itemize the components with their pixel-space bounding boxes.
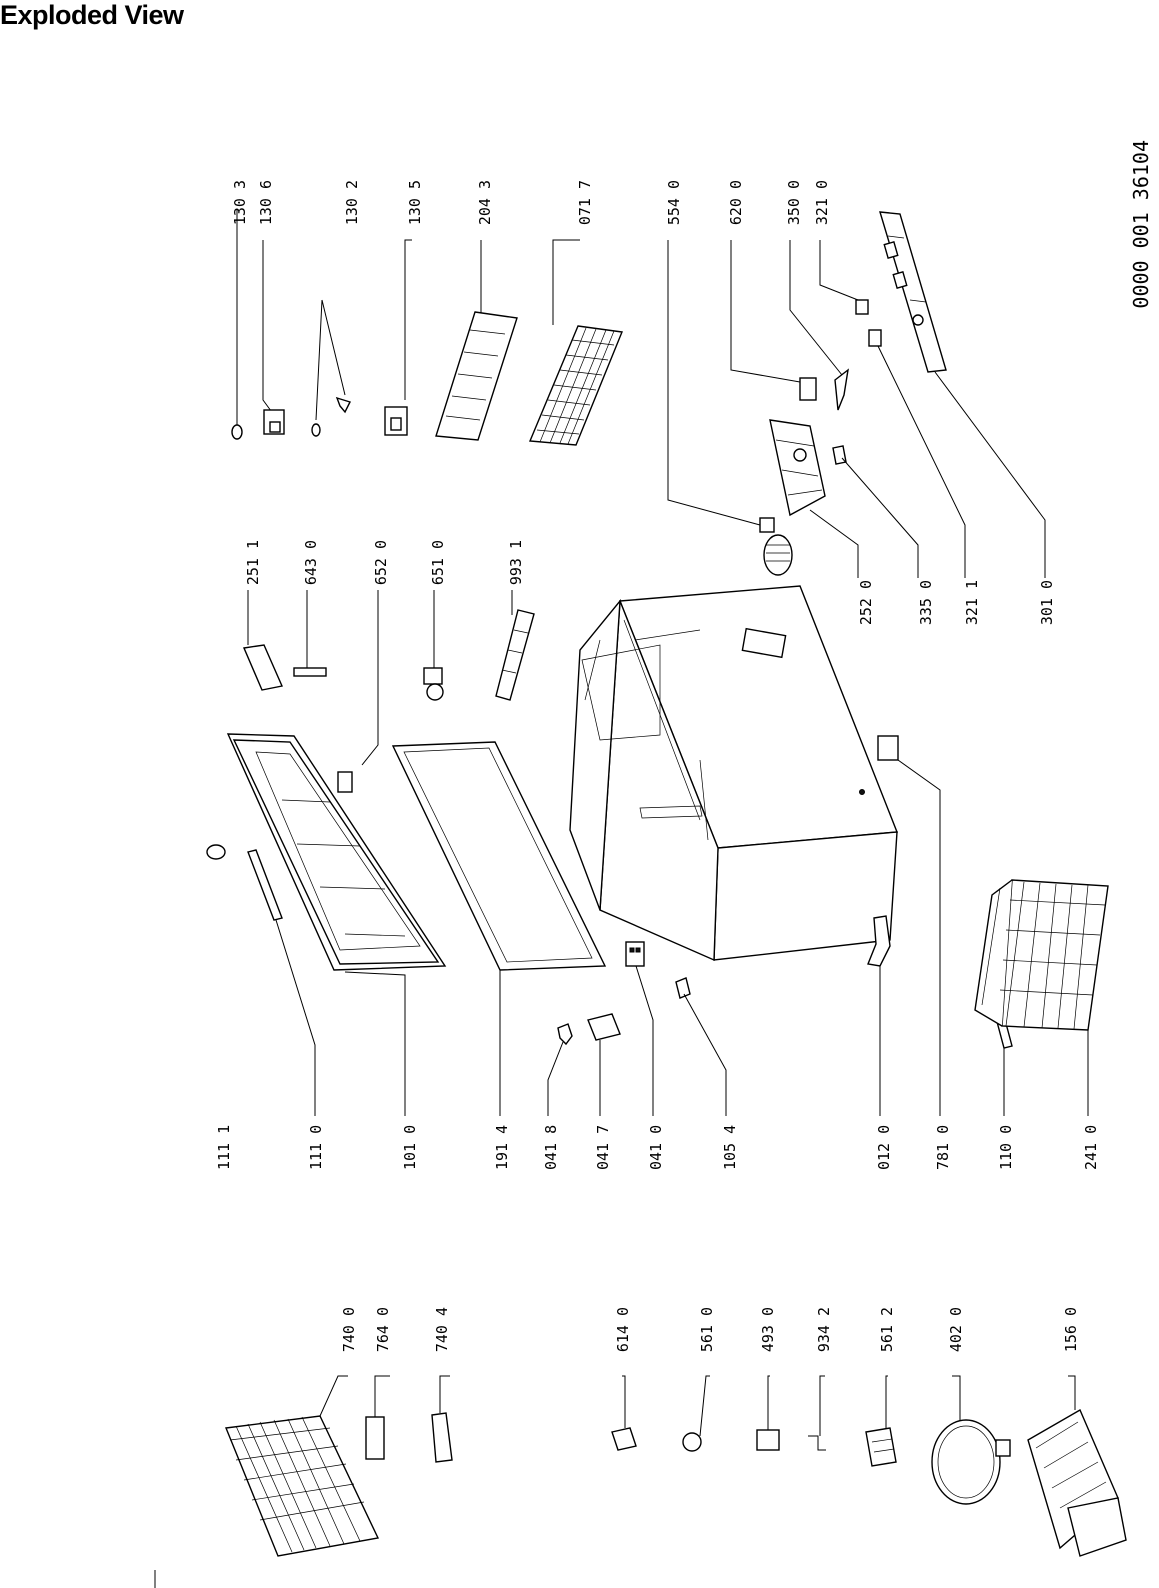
part-071-7-grille: 071 7 bbox=[528, 180, 623, 446]
label-652-0: 652 0 bbox=[372, 540, 390, 585]
part-740-4: 740 4 bbox=[431, 1307, 453, 1463]
part-402-0-compressor: 402 0 bbox=[931, 1307, 1011, 1505]
label-130-2: 130 2 bbox=[343, 180, 361, 225]
label-740-4: 740 4 bbox=[433, 1307, 451, 1352]
part-781-0: 781 0 bbox=[877, 735, 952, 1170]
part-191-4-frame: 191 4 bbox=[391, 741, 607, 1170]
part-643-0: 643 0 bbox=[293, 540, 327, 677]
part-993-1: 993 1 bbox=[495, 540, 535, 701]
part-350-0: 350 0 bbox=[785, 180, 849, 411]
part-554-0: 554 0 bbox=[665, 180, 793, 576]
label-191-4: 191 4 bbox=[493, 1125, 511, 1170]
label-156-0: 156 0 bbox=[1062, 1307, 1080, 1352]
label-101-0: 101 0 bbox=[401, 1125, 419, 1170]
label-130-3: 130 3 bbox=[231, 180, 249, 225]
label-740-0: 740 0 bbox=[340, 1307, 358, 1352]
label-204-3: 204 3 bbox=[476, 180, 494, 225]
part-561-0: 561 0 bbox=[682, 1307, 716, 1452]
label-321-0: 321 0 bbox=[813, 180, 831, 225]
label-041-0: 041 0 bbox=[647, 1125, 665, 1170]
part-105-4: 105 4 bbox=[675, 977, 739, 1170]
label-110-0: 110 0 bbox=[997, 1125, 1015, 1170]
document-reference: 0000 001 36104 bbox=[1129, 140, 1153, 309]
part-101-0-lid: 101 0 bbox=[226, 733, 447, 1170]
label-012-0: 012 0 bbox=[875, 1125, 893, 1170]
label-993-1: 993 1 bbox=[507, 540, 525, 585]
label-493-0: 493 0 bbox=[759, 1307, 777, 1352]
part-241-0-basket: 241 0 bbox=[974, 879, 1109, 1170]
label-071-7: 071 7 bbox=[576, 180, 594, 225]
part-652-0: 652 0 bbox=[361, 540, 390, 766]
part-156-0-tray: 156 0 bbox=[1027, 1307, 1127, 1557]
label-252-0: 252 0 bbox=[857, 580, 875, 625]
part-041-0: 041 0 bbox=[625, 941, 665, 1170]
part-252-0-housing: 252 0 bbox=[769, 419, 875, 625]
label-402-0: 402 0 bbox=[947, 1307, 965, 1352]
part-651-0: 651 0 bbox=[423, 540, 447, 701]
label-041-8: 041 8 bbox=[542, 1125, 560, 1170]
part-251-1: 251 1 bbox=[242, 540, 283, 691]
page-title: Exploded View bbox=[0, 0, 184, 30]
part-764-0-filter: 764 0 bbox=[365, 1307, 392, 1460]
part-130-6: 130 6 bbox=[257, 180, 285, 435]
label-781-0: 781 0 bbox=[934, 1125, 952, 1170]
part-620-0: 620 0 bbox=[727, 180, 817, 401]
label-335-0: 335 0 bbox=[917, 580, 935, 625]
label-554-0: 554 0 bbox=[665, 180, 683, 225]
label-301-0: 301 0 bbox=[1038, 580, 1056, 625]
part-130-3: 130 3 bbox=[231, 180, 249, 440]
label-321-1: 321 1 bbox=[963, 580, 981, 625]
label-561-0: 561 0 bbox=[698, 1307, 716, 1352]
label-643-0: 643 0 bbox=[302, 540, 320, 585]
label-105-4: 105 4 bbox=[721, 1125, 739, 1170]
part-301-0-control-panel: 301 0 bbox=[879, 211, 1056, 625]
part-493-0: 493 0 bbox=[756, 1307, 780, 1451]
part-111-1: 111 1 bbox=[206, 844, 233, 1170]
label-651-0: 651 0 bbox=[429, 540, 447, 585]
part-740-0-condenser: 740 0 bbox=[225, 1307, 380, 1557]
part-335-0: 335 0 bbox=[832, 445, 935, 625]
label-764-0: 764 0 bbox=[374, 1307, 392, 1352]
cabinet-body bbox=[569, 585, 898, 962]
part-321-0: 321 0 bbox=[813, 180, 869, 315]
part-204-3-shelf: 204 3 bbox=[435, 180, 518, 441]
part-110-0: 110 0 bbox=[995, 1015, 1015, 1170]
label-130-5: 130 5 bbox=[406, 180, 424, 225]
label-614-0: 614 0 bbox=[614, 1307, 632, 1352]
part-111-0: 111 0 bbox=[247, 849, 325, 1170]
part-130-2: 130 2 bbox=[311, 180, 361, 437]
part-614-0: 614 0 bbox=[611, 1307, 637, 1451]
label-111-1: 111 1 bbox=[215, 1125, 233, 1170]
label-934-2: 934 2 bbox=[815, 1307, 833, 1352]
label-241-0: 241 0 bbox=[1082, 1125, 1100, 1170]
part-130-5: 130 5 bbox=[384, 180, 424, 436]
part-934-2: 934 2 bbox=[808, 1307, 833, 1451]
part-041-8: 041 8 bbox=[542, 1023, 573, 1170]
label-350-0: 350 0 bbox=[785, 180, 803, 225]
label-620-0: 620 0 bbox=[727, 180, 745, 225]
label-130-6: 130 6 bbox=[257, 180, 275, 225]
part-321-1: 321 1 bbox=[868, 329, 981, 625]
label-041-7: 041 7 bbox=[594, 1125, 612, 1170]
part-012-0: 012 0 bbox=[867, 915, 893, 1170]
part-561-2: 561 2 bbox=[865, 1307, 897, 1467]
label-251-1: 251 1 bbox=[244, 540, 262, 585]
label-111-0: 111 0 bbox=[307, 1125, 325, 1170]
label-561-2: 561 2 bbox=[878, 1307, 896, 1352]
part-041-7: 041 7 bbox=[587, 1013, 621, 1170]
